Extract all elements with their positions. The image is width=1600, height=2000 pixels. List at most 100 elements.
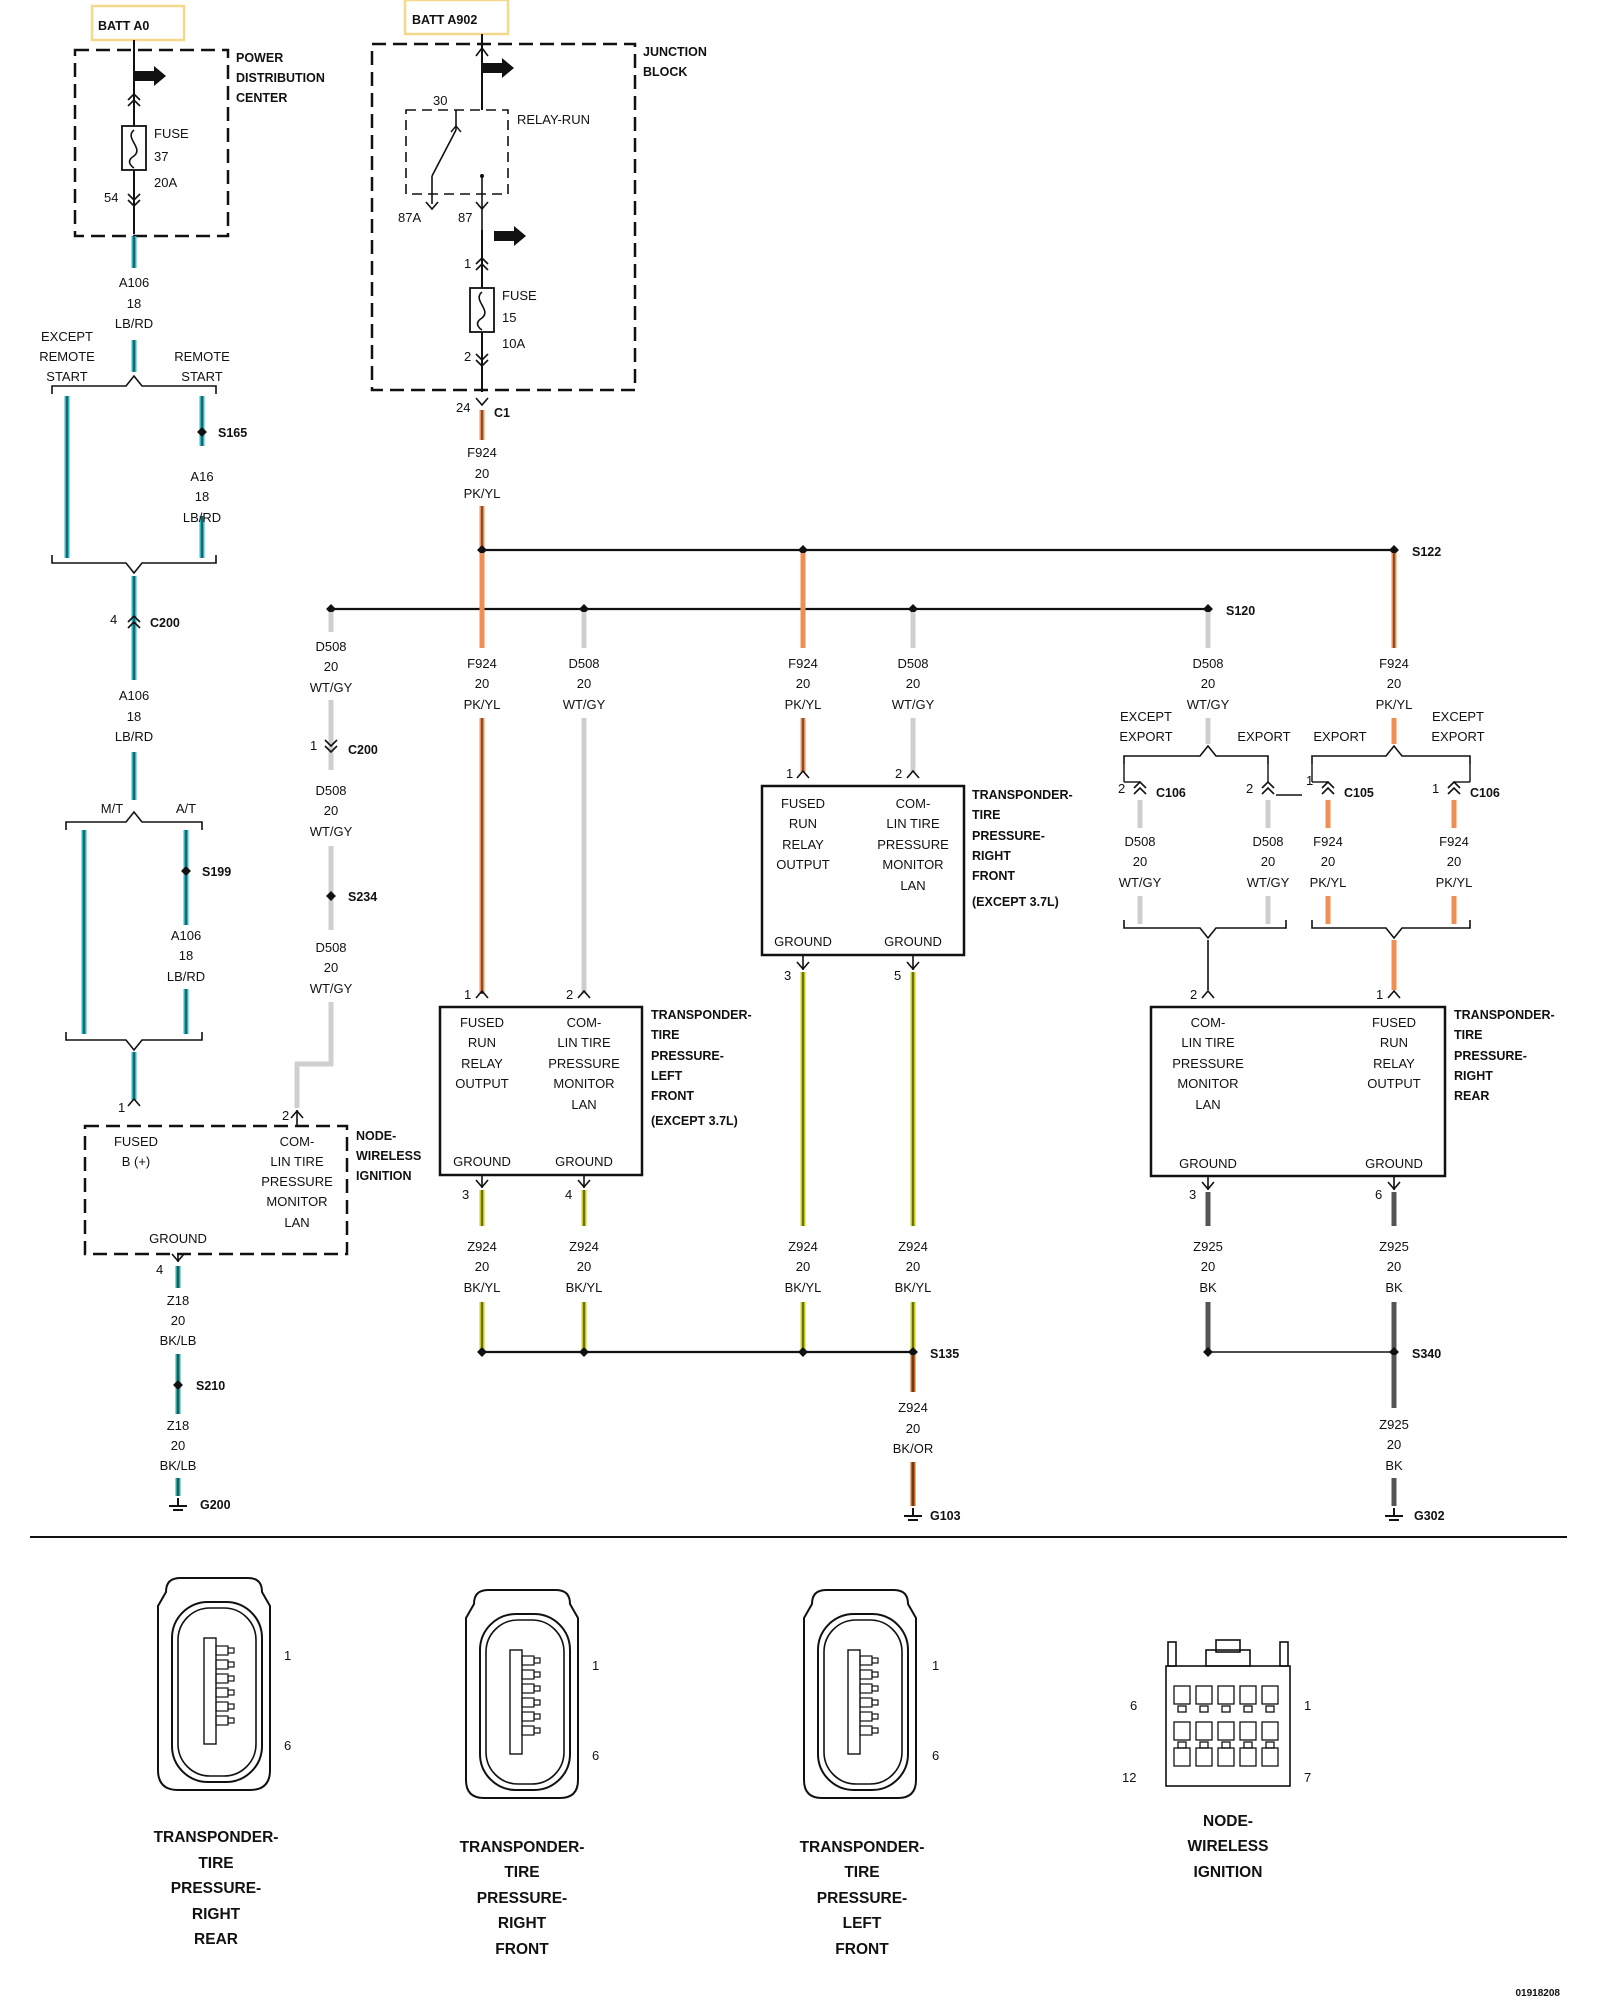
view3-title-3: PRESSURE-	[817, 1890, 907, 1907]
view1-title-1: TRANSPONDER-	[154, 1829, 279, 1846]
nwi-pin-2: 2	[282, 1108, 289, 1123]
wire-z924-3-id: Z924	[788, 1239, 818, 1254]
view1-pin-6: 6	[284, 1738, 291, 1753]
connector-view-tprr	[157, 1577, 271, 1791]
tprf-pin-5: 5	[894, 968, 901, 983]
wire-f924-rf-color: PK/YL	[785, 697, 822, 712]
tprf-ground-1: GROUND	[774, 934, 832, 949]
tplf-l3: RELAY	[461, 1056, 503, 1071]
view4-title-1: NODE-	[1203, 1813, 1253, 1830]
fuse-15-icon	[469, 287, 495, 333]
wire-f924-rr-id: F924	[1379, 656, 1409, 671]
wire-z924or-color: BK/OR	[893, 1441, 933, 1456]
c106-pin-2: 2	[1118, 781, 1125, 796]
wire-f924-rr-gauge: 20	[1387, 676, 1401, 691]
nwi-b-plus-label: B (+)	[122, 1154, 151, 1169]
tprr-l4: MONITOR	[1177, 1076, 1238, 1091]
view2-title-1: TRANSPONDER-	[460, 1839, 585, 1856]
view1-title-4: RIGHT	[192, 1906, 241, 1923]
pdc-name-2: DISTRIBUTION	[236, 71, 325, 85]
wire-d508-lf-id: D508	[568, 656, 599, 671]
wire-z18-color-2: BK/LB	[160, 1458, 197, 1473]
c200-label: C200	[150, 616, 180, 630]
tplf-ground-2: GROUND	[555, 1154, 613, 1169]
pdc-name-1: POWER	[236, 51, 283, 65]
option-remote-1: REMOTE	[174, 349, 230, 364]
tprf-name-2: TIRE	[972, 808, 1000, 822]
wire-f924-id: F924	[467, 445, 497, 460]
f924-export: EXPORT	[1313, 729, 1366, 744]
wire-a106-gauge-3: 18	[179, 948, 193, 963]
wire-d508-rr-gauge: 20	[1201, 676, 1215, 691]
view4-title-3: IGNITION	[1194, 1864, 1263, 1881]
view1-title-5: REAR	[194, 1931, 238, 1948]
jb-name-1: JUNCTION	[643, 45, 707, 59]
wire-a106-color-3: LB/RD	[167, 969, 205, 984]
c200-pin-1: 1	[310, 738, 317, 753]
tprf-pin-1: 1	[786, 766, 793, 781]
view3-title-2: TIRE	[844, 1864, 879, 1881]
pdc-pin-54: 54	[104, 190, 118, 205]
wire-d508-color: WT/GY	[310, 680, 353, 695]
wire-z924-4-color: BK/YL	[895, 1280, 932, 1295]
tplf-pin-4: 4	[565, 1187, 572, 1202]
tplf-r3: PRESSURE	[548, 1056, 620, 1071]
tprf-r5: LAN	[900, 878, 925, 893]
view1-title-3: PRESSURE-	[171, 1880, 261, 1897]
view3-pin-1: 1	[932, 1658, 939, 1673]
nwi-boundary	[83, 1124, 349, 1256]
tprr-r3: RELAY	[1373, 1056, 1415, 1071]
jb-name-2: BLOCK	[643, 65, 687, 79]
wire-a106-id-3: A106	[171, 928, 201, 943]
ground-g200-label: G200	[200, 1498, 231, 1512]
tprf-l2: RUN	[789, 816, 817, 831]
wire-f924-gauge: 20	[475, 466, 489, 481]
option-except-remote-1: EXCEPT	[41, 329, 93, 344]
tprr-pin-3: 3	[1189, 1187, 1196, 1202]
view4-pin-12: 12	[1122, 1770, 1136, 1785]
jb-pin-1: 1	[464, 256, 471, 271]
tprr-module	[1149, 1005, 1447, 1178]
tprr-l1: COM-	[1191, 1015, 1226, 1030]
tplf-name-1: TRANSPONDER-	[651, 1008, 752, 1022]
jb-fuse-number: 15	[502, 310, 516, 325]
nwi-lan-label-2: LIN TIRE	[270, 1154, 324, 1169]
view4-pin-6: 6	[1130, 1698, 1137, 1713]
wire-z18-id-2: Z18	[167, 1418, 189, 1433]
view2-pin-1: 1	[592, 1658, 599, 1673]
batt-a902-label-box	[403, 0, 510, 36]
option-remote-2: START	[181, 369, 222, 384]
splice-s234-label: S234	[348, 890, 377, 904]
wire-z924-2-color: BK/YL	[566, 1280, 603, 1295]
tprr-ground-1: GROUND	[1179, 1156, 1237, 1171]
jb-fuse-label: FUSE	[502, 288, 537, 303]
jb-c1-label: C1	[494, 406, 510, 420]
wire-d508-c106a-id: D508	[1124, 834, 1155, 849]
splice-s165-label: S165	[218, 426, 247, 440]
tplf-l4: OUTPUT	[455, 1076, 509, 1091]
splice-s122-label: S122	[1412, 545, 1441, 559]
splice-s340-label: S340	[1412, 1347, 1441, 1361]
view4-pin-1: 1	[1304, 1698, 1311, 1713]
tprf-module	[760, 784, 966, 957]
view2-title-5: FRONT	[495, 1941, 549, 1958]
wire-f924-color: PK/YL	[464, 486, 501, 501]
f924-except-export-2: EXPORT	[1431, 729, 1484, 744]
wire-d508-gauge: 20	[324, 659, 338, 674]
tplf-pin-2: 2	[566, 987, 573, 1002]
wire-f924-c106-id: F924	[1439, 834, 1469, 849]
tprr-l2: LIN TIRE	[1181, 1035, 1235, 1050]
view1-pin-1: 1	[284, 1648, 291, 1663]
tprf-r2: LIN TIRE	[886, 816, 940, 831]
wire-d508-c106b-gauge: 20	[1261, 854, 1275, 869]
relay-run-icon	[405, 109, 509, 195]
wire-f924-lf-gauge: 20	[475, 676, 489, 691]
ground-g302-label: G302	[1414, 1509, 1445, 1523]
nwi-lan-label-1: COM-	[280, 1134, 315, 1149]
wire-a106-gauge: 18	[127, 296, 141, 311]
tprf-pin-2: 2	[895, 766, 902, 781]
tplf-r5: LAN	[571, 1097, 596, 1112]
tplf-name-3: PRESSURE-	[651, 1049, 724, 1063]
tplf-r4: MONITOR	[553, 1076, 614, 1091]
